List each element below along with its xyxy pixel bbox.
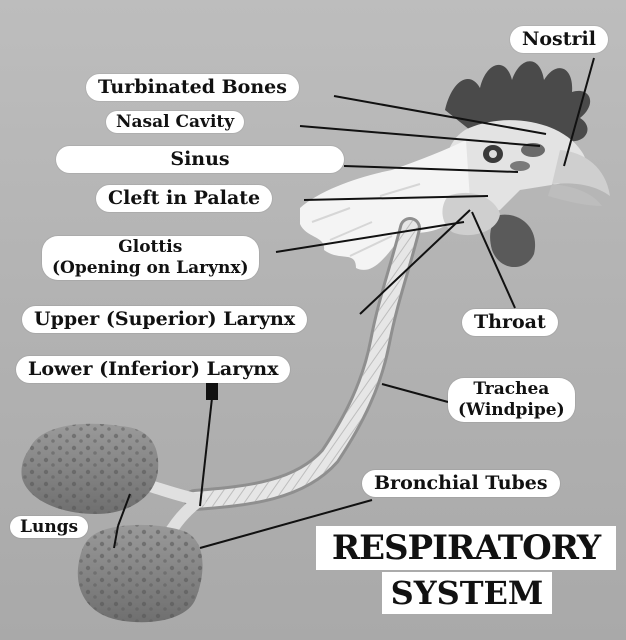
label-cleft-in-palate: Cleft in Palate [96, 185, 272, 212]
label-trachea-line1: Trachea [458, 379, 565, 400]
label-turbinated-bones: Turbinated Bones [86, 74, 299, 101]
label-trachea-line2: (Windpipe) [458, 400, 565, 421]
label-throat: Throat [462, 309, 558, 336]
label-nasal-cavity: Nasal Cavity [106, 111, 244, 133]
label-lower-larynx: Lower (Inferior) Larynx [16, 356, 290, 383]
label-glottis-line2: (Opening on Larynx) [52, 258, 249, 279]
label-glottis: Glottis (Opening on Larynx) [42, 236, 259, 280]
label-nostril: Nostril [510, 26, 608, 53]
label-upper-larynx: Upper (Superior) Larynx [22, 306, 307, 333]
diagram-title-line1: RESPIRATORY [316, 526, 616, 570]
label-sinus: Sinus [56, 146, 344, 173]
lower-larynx-marker [206, 382, 218, 400]
label-lungs: Lungs [10, 516, 88, 538]
label-trachea: Trachea (Windpipe) [448, 378, 575, 422]
label-glottis-line1: Glottis [52, 237, 249, 258]
wattle [490, 215, 535, 267]
diagram-title-line2: SYSTEM [382, 572, 552, 614]
label-bronchial-tubes: Bronchial Tubes [362, 470, 560, 497]
